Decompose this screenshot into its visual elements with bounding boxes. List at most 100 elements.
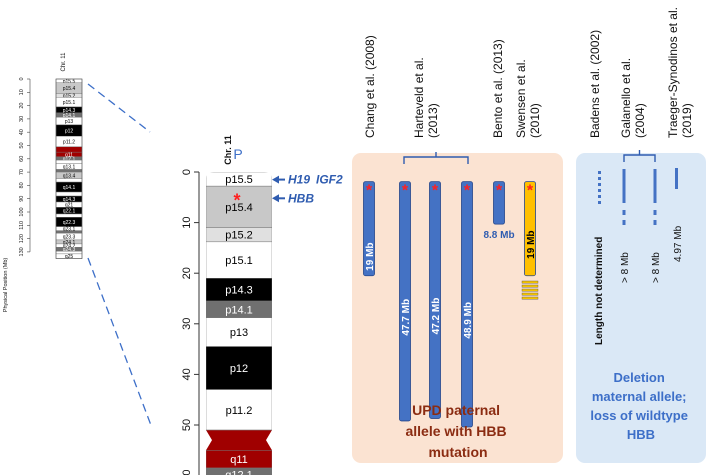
small-band-label: p11.2: [63, 140, 75, 146]
deletion-segment-label: 4.97 Mb: [673, 225, 684, 262]
deletion-segment-label: Length not determined: [594, 237, 605, 345]
small-band-label: q14.1: [63, 185, 76, 191]
upd-study-labels: Chang et al. (2008)Harteveld et al.(2013…: [363, 35, 542, 138]
zoom-band-label: p15.4: [225, 202, 253, 214]
small-band: [55, 146, 83, 153]
galanello-dash: [653, 220, 657, 225]
small-band-label: q24.2: [63, 244, 76, 250]
small-band-label: q24.1: [63, 240, 76, 246]
zoom-band-label: p15.2: [225, 230, 253, 242]
hbb-mutation-star: *: [432, 183, 439, 200]
upd-segment-bar: [493, 181, 505, 225]
zoom-tick-label: 10: [181, 216, 193, 228]
upd-segment-bar: [399, 181, 411, 422]
swensen-hatch-line: [521, 296, 539, 300]
badens-dot: [598, 171, 601, 174]
deletion-bars: Length not determined> 8 Mb> 8 Mb4.97 Mb: [594, 168, 684, 345]
small-ideogram: p15.5p15.4p15.2p15.1p14.3p14.1p13p12p11.…: [19, 77, 83, 260]
small-tick-label: 20: [19, 103, 25, 109]
small-band: [55, 169, 83, 173]
zoom-tick-label: 20: [181, 267, 193, 279]
hbb-mutation-star: *: [496, 183, 503, 200]
small-band-label: p13: [65, 119, 74, 125]
study-label-swensen: Swensen et al.: [514, 59, 528, 138]
upd-segment-label: 8.8 Mb: [483, 230, 514, 241]
upd-segment-label: 47.7 Mb: [401, 299, 412, 336]
small-band: [55, 159, 83, 164]
zoom-tick-label: 60: [181, 469, 193, 475]
small-band-label: q21: [65, 203, 74, 209]
deletion-caption-line-3: loss of wildtype: [590, 408, 688, 423]
deletion-caption-line-4: HBB: [627, 427, 655, 442]
small-tick-label: 0: [19, 77, 25, 80]
small-band-label: p15.1: [63, 100, 76, 106]
deletion-caption-line-1: Deletion: [614, 370, 665, 385]
small-chromosome-outline: [55, 78, 83, 259]
upd-segment-label: 19 Mb: [526, 230, 537, 258]
small-band: [55, 213, 83, 218]
study-label-traeger: (2019): [680, 103, 694, 138]
study-label-badens: Badens et al. (2002): [588, 30, 602, 138]
small-band-label: q11: [65, 152, 73, 158]
small-tick-label: 10: [19, 89, 25, 95]
zoom-line-bottom: [87, 257, 153, 429]
study-label-galanello: (2004): [633, 103, 647, 138]
gene-label: H19: [288, 173, 310, 187]
zoom-band: [206, 346, 272, 390]
badens-dot: [598, 177, 601, 180]
badens-dot: [598, 189, 601, 192]
small-band-label: q12.1: [63, 156, 76, 162]
zoom-band: [206, 185, 272, 228]
upd-segment-label: 48.9 Mb: [463, 302, 474, 339]
zoom-band-label: q12.1: [225, 469, 253, 475]
deletion-brackets: [623, 150, 656, 162]
deletion-panel-bg: [576, 153, 706, 463]
small-band-label: q22.3: [63, 220, 76, 226]
zoom-band-label: p14.3: [225, 285, 253, 297]
small-band-label: q25: [65, 254, 74, 260]
deletion-caption-line-2: maternal allele;: [592, 389, 687, 404]
zoom-band-label: p13: [230, 327, 248, 339]
upd-caption: UPD paternal allele with HBB mutation: [405, 402, 510, 460]
small-band-label: q24.3: [63, 247, 76, 253]
upd-caption-line-2: allele with HBB: [405, 423, 506, 439]
small-band-label: q13.1: [63, 164, 76, 170]
arm-label-p: P: [233, 146, 242, 162]
small-band-label: p15.5: [63, 79, 76, 85]
small-band-label: q14.3: [63, 197, 76, 203]
small-band-label: q13.4: [63, 173, 76, 179]
hbb-mutation-star: *: [527, 183, 534, 200]
small-band-label: p15.2: [63, 93, 76, 99]
zoom-band: [206, 467, 272, 475]
small-band-label: p15.4: [63, 86, 76, 92]
small-tick-label: 110: [19, 221, 25, 230]
small-band-label: q23.1: [63, 227, 76, 233]
badens-dot: [598, 183, 601, 186]
small-band-label: q23.3: [63, 235, 76, 241]
galanello-bar: [653, 169, 657, 203]
study-label-galanello: Galanello et al.: [619, 58, 633, 138]
small-tick-label: 130: [19, 247, 25, 256]
upd-brackets: [403, 152, 469, 164]
small-tick-label: 40: [19, 129, 25, 135]
upd-bars: *19 Mb*47.7 Mb*47.2 Mb*48.9 Mb*8.8 Mb*19…: [363, 181, 539, 428]
small-band-label: p14.1: [63, 113, 76, 119]
deletion-study-labels: Badens et al. (2002) Galanello et al.(200…: [588, 7, 694, 138]
zoom-band-label: p15.1: [225, 255, 253, 267]
zoom-tick-label: 40: [181, 368, 193, 380]
hbb-mutation-star: *: [366, 183, 373, 200]
galanello-bar: [622, 169, 626, 203]
badens-dot: [598, 201, 601, 204]
small-band: [55, 178, 83, 183]
galanello-dash: [622, 210, 626, 215]
zoom-tick-label: 0: [181, 169, 193, 175]
zoom-band-label: p14.1: [225, 304, 253, 316]
galanello-dash: [653, 210, 657, 215]
upd-segment-bar: [524, 181, 536, 277]
upd-segment-bar: [429, 181, 441, 419]
zoom-chr-label: Chr. 11: [223, 135, 233, 165]
upd-caption-line-1: UPD paternal: [412, 402, 500, 418]
zoom-band: [206, 429, 272, 451]
small-tick-label: 30: [19, 116, 25, 122]
zoom-bands: p15.5p15.4p15.2p15.1p14.3p14.1p13p12p11.…: [206, 172, 272, 475]
